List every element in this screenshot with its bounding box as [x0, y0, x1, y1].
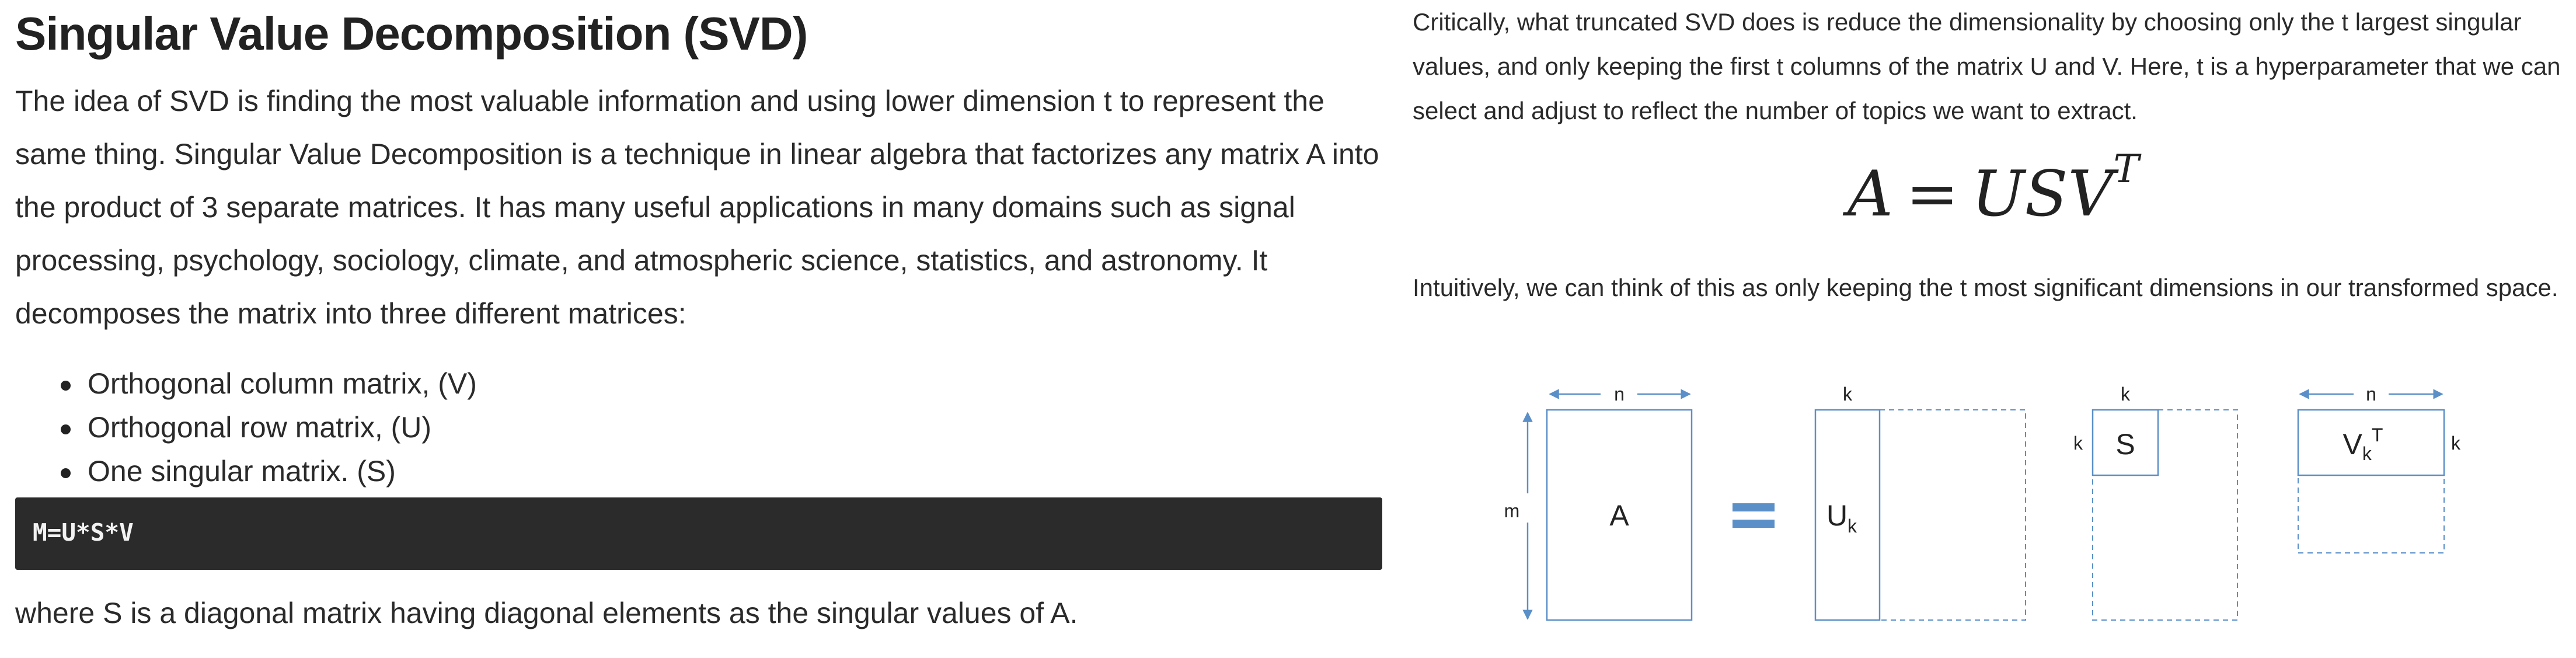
k-label-s-top: k	[2121, 384, 2131, 405]
intuition-paragraph: Intuitively, we can think of this as onl…	[1413, 274, 2558, 301]
m-label: m	[1504, 500, 1520, 521]
list-item: Orthogonal column matrix, (V)	[15, 362, 477, 406]
matrix-list: Orthogonal column matrix, (V) Orthogonal…	[15, 362, 477, 493]
n-label-a: n	[1614, 384, 1625, 405]
intro-paragraph: The idea of SVD is finding the most valu…	[15, 85, 1379, 330]
equation-rhs: USV	[1971, 158, 2114, 231]
matrix-s-box	[2092, 409, 2159, 476]
list-item: Orthogonal row matrix, (U)	[15, 406, 477, 450]
svd-diagram: n m A k Uk k k S n VkT k	[1504, 384, 2461, 621]
outro-paragraph: where S is a diagonal matrix having diag…	[15, 597, 1078, 629]
matrix-s-label: S	[2115, 428, 2135, 461]
n-label-v: n	[2366, 384, 2376, 405]
matrix-v-box	[2297, 409, 2445, 476]
svd-equation: A=USVT	[1848, 147, 2139, 231]
equals-sign-bottom	[1733, 520, 1775, 528]
matrix-a-box	[1546, 409, 1693, 621]
k-label-v-right: k	[2451, 433, 2461, 454]
equation-transpose: T	[2113, 147, 2139, 192]
list-item: One singular matrix. (S)	[15, 450, 477, 493]
matrix-u-truncated	[1879, 409, 2026, 621]
matrix-v-truncated	[2298, 409, 2445, 553]
matrix-s-truncated	[2092, 409, 2238, 621]
code-text: M=U*S*V	[33, 518, 134, 546]
k-label-s-left: k	[2073, 433, 2083, 454]
k-label-u: k	[1843, 384, 1853, 405]
equation-equals: =	[1906, 158, 1959, 231]
truncated-svd-paragraph: Critically, what truncated SVD does is r…	[1413, 8, 2561, 124]
page-title: Singular Value Decomposition (SVD)	[15, 8, 808, 60]
code-block: M=U*S*V	[15, 497, 1382, 570]
matrix-a-label: A	[1609, 499, 1629, 532]
matrix-u-label: Uk	[1826, 499, 1857, 537]
equals-sign-top	[1733, 503, 1775, 511]
equation-lhs: A	[1848, 158, 1893, 231]
matrix-v-label: VkT	[2343, 424, 2383, 464]
